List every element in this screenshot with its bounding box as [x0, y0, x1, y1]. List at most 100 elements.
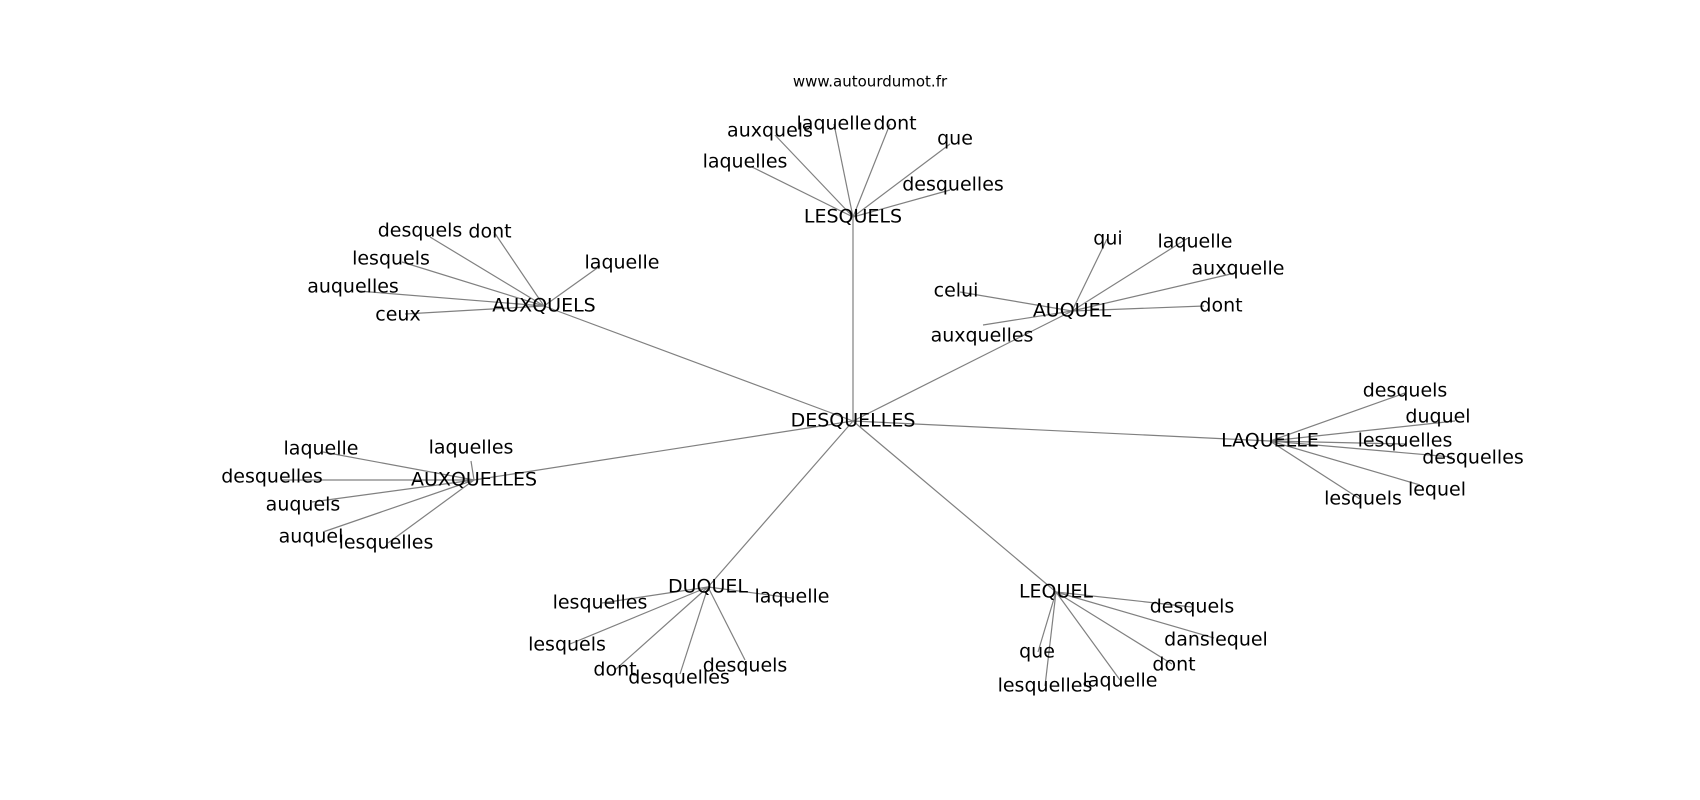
leaf-word-label: dont: [1152, 654, 1195, 676]
leaf-word-label: lequel: [1408, 479, 1466, 501]
hub-leaf-edge: [1071, 238, 1108, 312]
leaf-word-label: desquels: [703, 655, 788, 677]
hub-leaf-edge: [1037, 591, 1057, 653]
leaf-word-label: laquelle: [797, 113, 872, 135]
leaf-word-label: qui: [1093, 228, 1122, 250]
leaf-word-label: ceux: [375, 304, 420, 326]
leaf-word-label: laquelles: [703, 151, 788, 173]
leaf-word-label: desquels: [378, 220, 463, 242]
hub-leaf-edge: [569, 586, 709, 645]
hub-leaf-edge: [1269, 440, 1406, 445]
hub-leaf-edge: [404, 305, 545, 315]
leaf-word-label: auquels: [266, 494, 341, 516]
leaf-word-label: laquelle: [1158, 231, 1233, 253]
leaf-word-label: auxquelles: [931, 325, 1034, 347]
leaf-word-label: laquelle: [1083, 670, 1158, 692]
leaf-word-label: desquelles: [902, 174, 1004, 196]
hub-leaf-edge: [707, 586, 793, 599]
hub-word-label: LAQUELLE: [1221, 430, 1319, 452]
leaf-word-label: lesquelles: [998, 675, 1093, 697]
leaf-word-label: lesquelles: [339, 532, 434, 554]
hub-leaf-edge: [679, 586, 709, 675]
leaf-word-label: lesquelles: [1358, 430, 1453, 452]
leaf-word-label: dont: [593, 659, 636, 681]
leaf-word-label: lesquels: [528, 634, 606, 656]
hub-leaf-edge: [311, 479, 475, 503]
hub-leaf-edge: [401, 261, 545, 307]
hub-leaf-edge: [751, 166, 854, 218]
hub-leaf-edge: [1055, 591, 1173, 665]
hub-leaf-edge: [1055, 591, 1215, 639]
hub-leaf-edge: [1071, 272, 1236, 312]
leaf-word-label: laquelles: [429, 437, 514, 459]
hub-leaf-edge: [1269, 440, 1453, 458]
hub-leaf-edge: [852, 189, 951, 218]
hub-leaf-edge: [493, 231, 545, 307]
site-watermark: www.autourdumot.fr: [793, 73, 948, 91]
center-hub-edge: [543, 305, 854, 422]
graph-edges: [281, 123, 1456, 687]
leaf-word-label: que: [937, 128, 973, 150]
center-word-label: DESQUELLES: [791, 410, 916, 432]
leaf-word-label: lesquels: [352, 248, 430, 270]
hub-leaf-edge: [1269, 440, 1361, 500]
leaf-word-label: dont: [1199, 295, 1242, 317]
hub-leaf-edge: [1071, 237, 1189, 312]
hub-word-label: LEQUEL: [1019, 581, 1093, 603]
leaf-word-label: duquel: [1405, 406, 1470, 428]
hub-leaf-edge: [387, 479, 475, 544]
leaf-word-label: desquels: [1150, 596, 1235, 618]
hub-leaf-edge: [322, 451, 475, 481]
leaf-word-label: laquelle: [585, 252, 660, 274]
hub-word-label: AUXQUELS: [492, 295, 595, 317]
hub-word-label: DUQUEL: [668, 576, 748, 598]
leaf-word-label: que: [1019, 641, 1055, 663]
leaf-word-label: laquelle: [284, 438, 359, 460]
hub-leaf-edge: [322, 479, 475, 533]
hub-leaf-edge: [543, 265, 601, 307]
hub-leaf-edge: [774, 134, 854, 218]
leaf-word-label: auquel: [279, 526, 344, 548]
hub-leaf-edge: [982, 310, 1073, 326]
leaf-word-label: lesquels: [1324, 488, 1402, 510]
leaf-word-label: desquelles: [221, 466, 323, 488]
hub-leaf-edge: [357, 290, 545, 307]
center-hub-edge: [473, 420, 854, 481]
leaf-word-label: laquelle: [755, 586, 830, 608]
leaf-word-label: lesquelles: [553, 592, 648, 614]
leaf-word-label: dont: [873, 113, 916, 135]
leaf-word-label: desquelles: [628, 667, 730, 689]
center-hub-edge: [707, 420, 854, 588]
hub-leaf-edge: [1055, 591, 1121, 681]
hub-leaf-edge: [601, 586, 709, 604]
hub-leaf-edge: [429, 236, 545, 307]
hub-leaf-edge: [707, 586, 746, 661]
hub-word-label: AUXQUELLES: [411, 469, 537, 491]
center-hub-edge: [852, 420, 1057, 593]
hub-leaf-edge: [852, 123, 891, 218]
hub-leaf-edge: [1269, 420, 1456, 442]
leaf-word-label: dont: [468, 221, 511, 243]
hub-word-label: AUQUEL: [1033, 300, 1112, 322]
hub-leaf-edge: [614, 586, 709, 671]
leaf-word-label: celui: [934, 280, 979, 302]
leaf-word-label: auquelles: [307, 276, 399, 298]
hub-leaf-edge: [833, 123, 854, 218]
hub-leaf-edge: [1071, 305, 1205, 312]
hub-leaf-edge: [470, 460, 475, 481]
leaf-word-label: desquelles: [1422, 447, 1524, 469]
leaf-word-label: auxquels: [727, 120, 813, 142]
leaf-word-label: danslequel: [1164, 629, 1268, 651]
hub-leaf-edge: [1269, 392, 1406, 442]
hub-word-label: LESQUELS: [804, 206, 902, 228]
hub-leaf-edge: [1044, 591, 1057, 687]
center-hub-edge: [852, 420, 1271, 442]
hub-leaf-edge: [1055, 591, 1193, 608]
center-hub-edge: [852, 310, 1073, 422]
hub-leaf-edge: [852, 143, 951, 218]
leaf-word-label: auxquelle: [1192, 258, 1285, 280]
leaf-word-label: desquels: [1363, 380, 1448, 402]
hub-leaf-edge: [959, 291, 1073, 312]
